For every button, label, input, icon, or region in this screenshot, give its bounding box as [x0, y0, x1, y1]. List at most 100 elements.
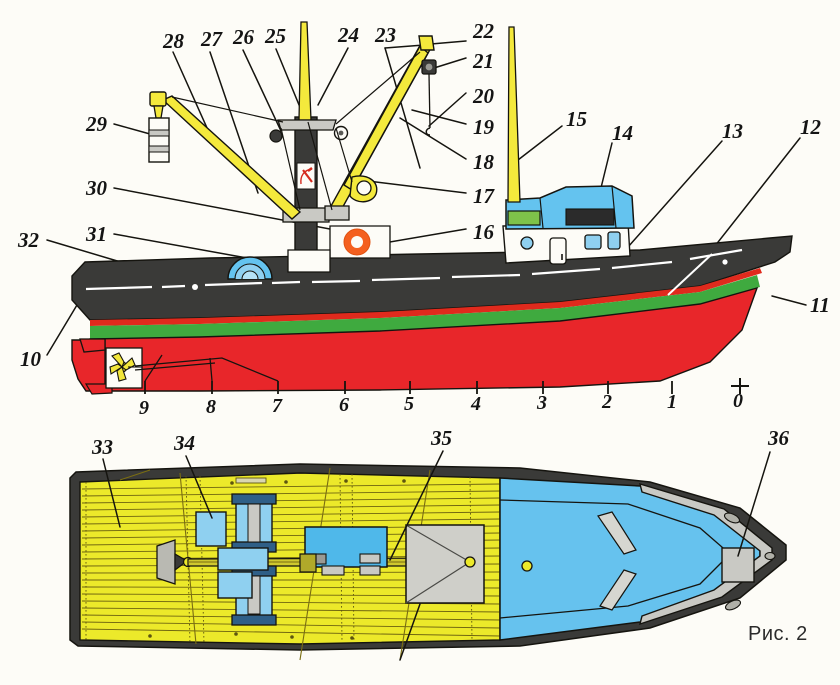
hull-bottom-red	[89, 286, 759, 392]
station-label-0: 0	[733, 390, 743, 412]
bow-stem-line	[667, 253, 713, 296]
forecastle-crease-upper	[597, 511, 637, 555]
side-elevation-view	[46, 21, 807, 395]
callout-24: 24	[337, 23, 359, 47]
stern-bracket	[79, 338, 106, 353]
callout-35: 35	[430, 426, 452, 450]
callout-10: 10	[20, 347, 42, 371]
hanging-block-body	[148, 117, 170, 163]
derrick-boom-port	[161, 95, 302, 220]
shaft-coupling	[299, 553, 317, 573]
gallows-sheave	[356, 180, 372, 196]
callout-22: 22	[472, 19, 495, 43]
deck-small-hatch	[235, 477, 267, 484]
callout-18: 18	[473, 150, 495, 174]
deck-hatch-mid-stbd	[217, 571, 253, 599]
deck-plan-view	[69, 450, 787, 661]
figure-caption: Рис. 2	[748, 623, 808, 645]
callout-23: 23	[374, 23, 396, 47]
boom-head-fitting	[418, 35, 435, 51]
frame-station-scale	[144, 378, 749, 394]
station-label-9: 9	[139, 397, 149, 419]
callout-13: 13	[722, 119, 743, 143]
hold-shaft-bearing	[464, 556, 476, 568]
callout-31: 31	[85, 222, 107, 246]
bow-hawse-port	[722, 259, 728, 265]
mooring-chocks	[723, 512, 776, 611]
mast-block-port	[269, 129, 283, 143]
callout-27: 27	[200, 27, 224, 51]
callout-36: 36	[767, 426, 790, 450]
callout-19: 19	[473, 115, 495, 139]
plan-leader-lines	[102, 450, 771, 661]
callout-25: 25	[264, 24, 286, 48]
deck-hatch-mid-port	[217, 547, 269, 571]
wheelhouse-window-band	[565, 208, 615, 226]
deck-hatch-aft	[195, 511, 227, 547]
station-label-8: 8	[206, 396, 216, 418]
propeller-icon	[109, 352, 136, 382]
kingpost-head-port	[149, 91, 167, 107]
callout-32: 32	[17, 228, 40, 252]
callout-17: 17	[473, 184, 496, 208]
deck-fittings	[148, 479, 406, 640]
winch-drum	[227, 256, 273, 280]
leader-lines-right	[367, 57, 807, 306]
callout-15: 15	[566, 107, 587, 131]
callout-34: 34	[173, 431, 195, 455]
boot-top-green	[90, 275, 760, 339]
hull-vent-port	[192, 284, 198, 290]
callout-30: 30	[85, 176, 108, 200]
radio-mast	[507, 26, 521, 203]
callout-16: 16	[473, 220, 495, 244]
callout-14: 14	[612, 121, 633, 145]
deckhouse-window-2	[607, 231, 621, 250]
hanging-block-band-1	[148, 129, 170, 137]
kingpost-neck-port	[153, 105, 164, 119]
mast-foot-house	[287, 249, 331, 273]
station-label-7: 7	[272, 395, 283, 417]
boom-head-sheave	[425, 63, 433, 71]
callout-labels: 28 27 26 25 24 23 22 21 20 19 18 17 16 1…	[17, 19, 830, 459]
deck-bollard	[521, 560, 533, 572]
stern-detail-leaders	[134, 354, 279, 382]
callout-21: 21	[472, 49, 494, 73]
leader-lines-left	[46, 123, 373, 356]
boom-heel-collar	[324, 205, 350, 221]
wheelhouse-aft-fold	[611, 185, 617, 229]
deckhouse-window-1	[584, 234, 602, 250]
hanging-block-band-2	[148, 145, 170, 153]
bulwark-rail	[639, 482, 773, 626]
forecastle-crease-lower	[599, 569, 637, 611]
mast-block-stbd-pin	[338, 130, 344, 136]
green-panel	[507, 210, 541, 226]
station-label-4: 4	[470, 393, 481, 415]
deckhouse-door	[549, 237, 567, 265]
callout-29: 29	[85, 112, 108, 136]
station-scale-labels: 9 8 7 6 5 4 3 2 1 0	[139, 390, 743, 419]
hammer-and-sickle-icon	[300, 167, 313, 185]
forepeak-hatch	[721, 547, 755, 583]
callout-28: 28	[162, 29, 185, 53]
emblem-plate	[296, 162, 316, 190]
hull-red-stripe	[90, 268, 762, 326]
boom-hanging-line	[428, 73, 431, 129]
deck-hatch-pair-upper	[231, 493, 277, 553]
callout-33: 33	[91, 435, 113, 459]
leader-lines-top	[172, 40, 467, 194]
sheer-line	[85, 248, 743, 291]
station-label-1: 1	[667, 391, 677, 413]
boom-hook-icon	[425, 127, 431, 136]
station-label-5: 5	[404, 393, 414, 415]
life-ring-hole	[351, 236, 363, 248]
deck-plank-lines	[81, 483, 501, 637]
callout-26: 26	[232, 25, 255, 49]
callout-12: 12	[800, 115, 822, 139]
rigging-stays	[171, 51, 421, 211]
station-zero-plus-marker	[731, 378, 749, 394]
station-label-3: 3	[536, 392, 547, 414]
callout-11: 11	[810, 293, 830, 317]
porthole-icon	[520, 236, 534, 250]
